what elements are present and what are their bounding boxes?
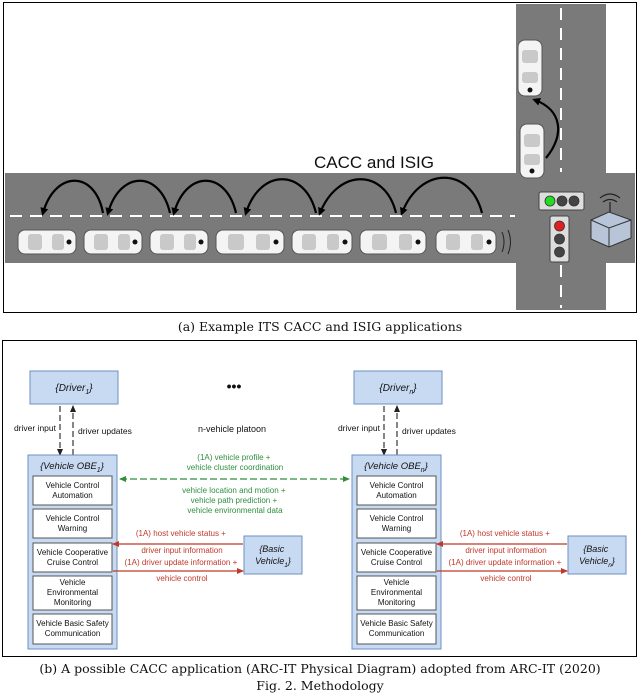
driver-flows-right bbox=[381, 405, 400, 456]
platoon-car bbox=[435, 229, 497, 255]
platoon-car bbox=[291, 229, 353, 255]
platoon-car bbox=[359, 229, 427, 255]
arc-it-physical-diagram: {Driver1} {Drivern} ••• n-vehicle platoo… bbox=[2, 340, 637, 657]
basic-vehicle-1-flows bbox=[112, 541, 244, 574]
svg-text:{Basic Vehiclen}: {Basic Vehiclen} bbox=[579, 544, 615, 569]
driver-updates-label-left: driver updates bbox=[78, 426, 132, 436]
basic-vehicle-n-box: {Basic Vehiclen} bbox=[567, 535, 627, 575]
svg-text:{Basic Vehicle1}: {Basic Vehicle1} bbox=[255, 544, 291, 569]
platoon-car bbox=[215, 229, 285, 255]
red-flow-label-2-left: (1A) driver update information + vehicle… bbox=[125, 558, 240, 583]
platoon-car bbox=[149, 229, 209, 255]
driver-n-box: {Drivern} bbox=[353, 370, 443, 405]
driver-input-label-right: driver input bbox=[338, 423, 381, 433]
platoon-arrows bbox=[40, 97, 560, 216]
platoon-label: n-vehicle platoon bbox=[198, 424, 266, 434]
its-scene-illustration: CACC and ISIG bbox=[3, 2, 637, 313]
v2v-flow-label-1: (1A) vehicle profile + vehicle cluster c… bbox=[187, 453, 284, 472]
ellipsis: ••• bbox=[227, 378, 242, 394]
basic-vehicle-n-flows bbox=[436, 541, 568, 574]
svg-text:{Vehicle OBE1}: {Vehicle OBE1} bbox=[40, 461, 105, 474]
motion-lines bbox=[501, 229, 511, 255]
panel-b-caption: (b) A possible CACC application (ARC-IT … bbox=[39, 661, 601, 676]
platoon-car bbox=[83, 229, 143, 255]
figure-caption: Fig. 2. Methodology bbox=[256, 678, 384, 693]
driver-updates-label-right: driver updates bbox=[402, 426, 456, 436]
traffic-signal-horizontal bbox=[538, 191, 585, 211]
v2v-flow-label-2: vehicle location and motion + vehicle pa… bbox=[182, 486, 288, 515]
scene-label: CACC and ISIG bbox=[314, 153, 434, 172]
panel-a-caption: (a) Example ITS CACC and ISIG applicatio… bbox=[177, 319, 463, 334]
red-flow-label-2-right: (1A) driver update information + vehicle… bbox=[449, 558, 564, 583]
crossing-car bbox=[517, 39, 543, 97]
svg-text:{Vehicle OBEn}: {Vehicle OBEn} bbox=[364, 461, 429, 474]
svg-text:{Drivern}: {Drivern} bbox=[379, 383, 417, 396]
basic-vehicle-1-box: {Basic Vehicle1} bbox=[243, 535, 303, 575]
red-flow-label-1-right: (1A) host vehicle status + driver input … bbox=[460, 529, 552, 555]
crossing-car bbox=[519, 123, 545, 179]
driver-flows-left bbox=[57, 405, 76, 456]
driver-1-box: {Driver1} bbox=[29, 370, 119, 405]
traffic-signal-vertical bbox=[549, 215, 570, 263]
red-flow-label-1-left: (1A) host vehicle status + driver input … bbox=[136, 529, 228, 555]
roadside-unit-icon bbox=[590, 193, 632, 248]
svg-text:{Driver1}: {Driver1} bbox=[55, 383, 93, 396]
driver-input-label-left: driver input bbox=[14, 423, 57, 433]
platoon-car bbox=[17, 229, 77, 255]
